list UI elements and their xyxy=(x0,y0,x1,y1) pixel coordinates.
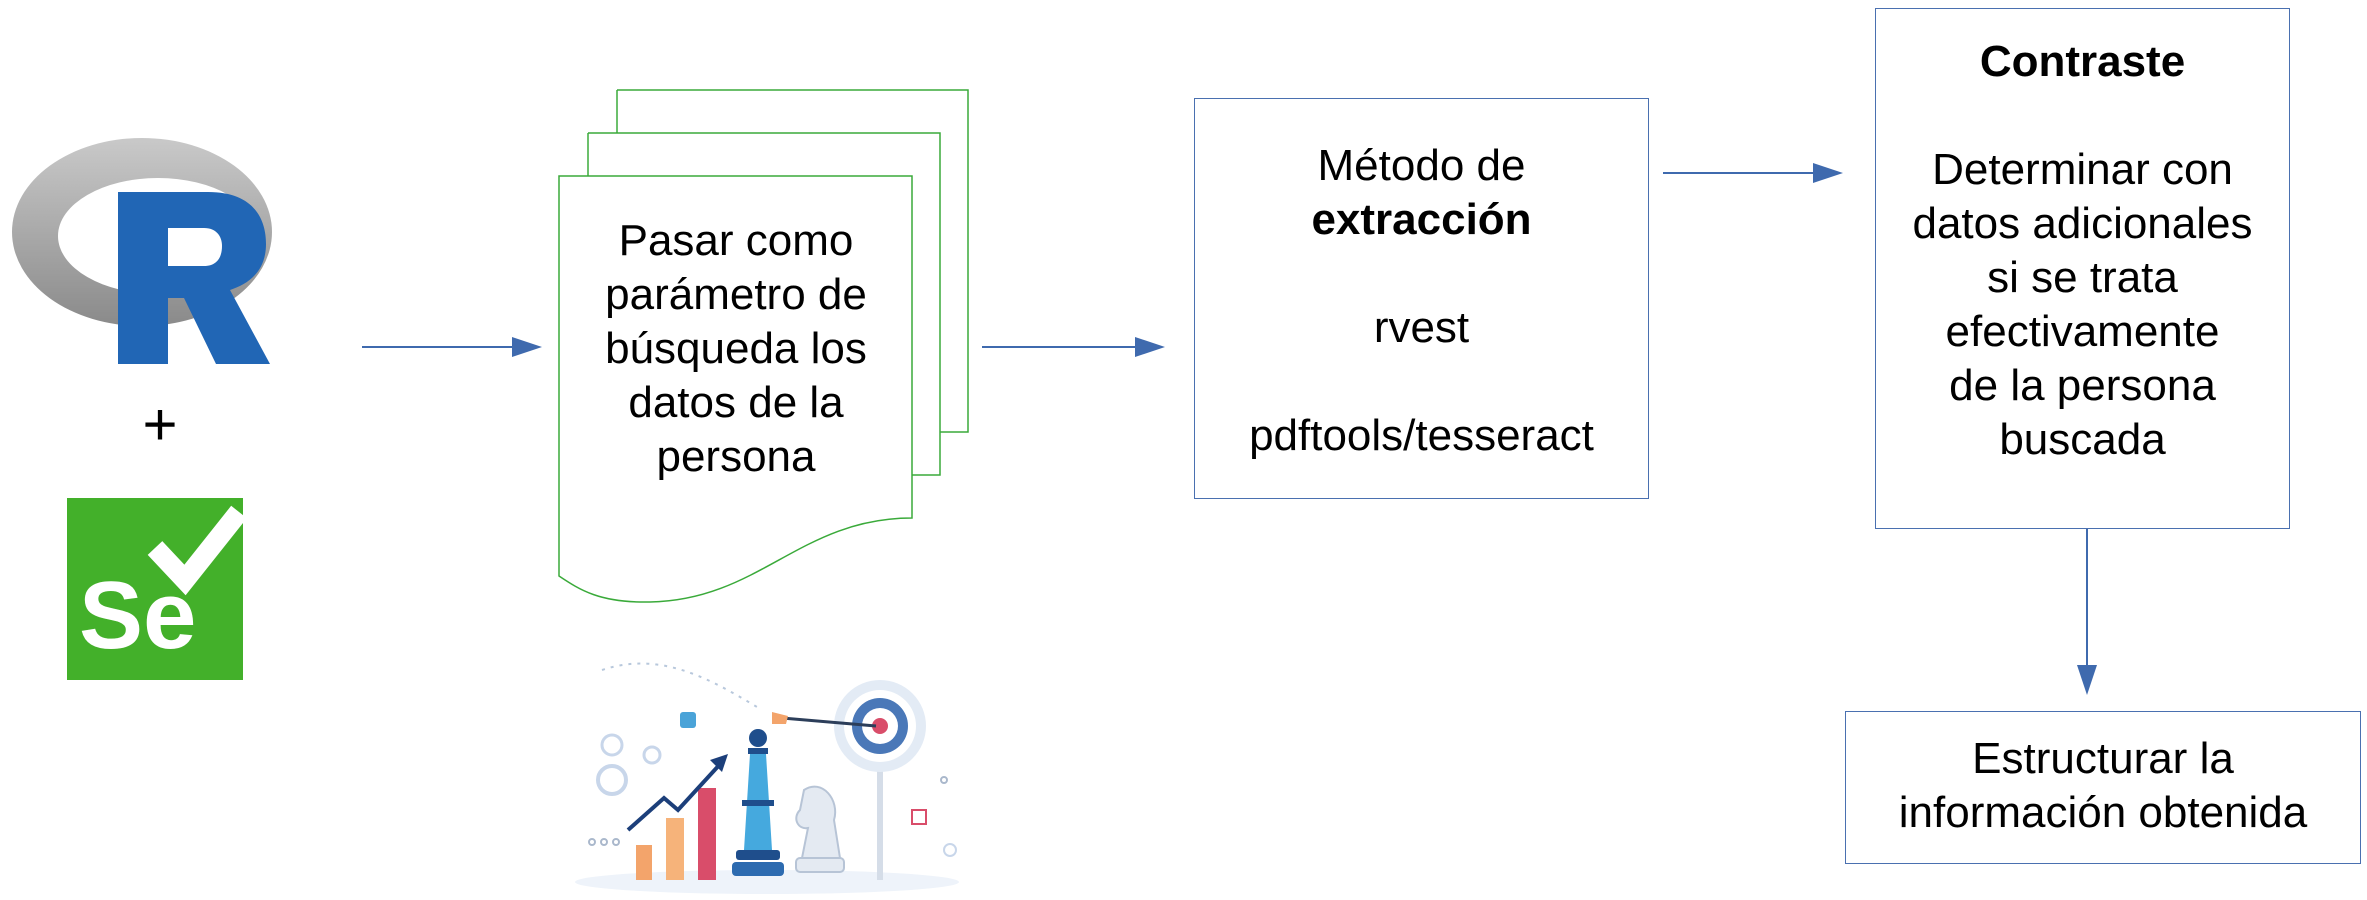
extraction-line-4: pdftools/tesseract xyxy=(1249,411,1594,460)
strategy-target-chart-icon xyxy=(572,650,962,895)
document-line: persona xyxy=(656,432,816,481)
contrast-line: Determinar con xyxy=(1932,145,2233,194)
structure-line: información obtenida xyxy=(1898,788,2308,837)
document-line: Pasar como xyxy=(618,216,854,265)
selenium-logo-text: Se xyxy=(79,562,197,669)
document-text: Pasar como parámetro de búsqueda los dat… xyxy=(562,214,910,484)
arrow-head xyxy=(512,337,542,357)
r-logo-icon xyxy=(8,132,278,364)
contrast-title: Contraste xyxy=(1979,37,2186,86)
arrow-head xyxy=(2077,665,2097,695)
arrow-head xyxy=(1135,337,1165,357)
document-line: parámetro de xyxy=(605,270,867,319)
contrast-line: de la persona xyxy=(1949,361,2216,410)
document-stack-shape xyxy=(558,89,969,603)
extraction-method-box: Método de extracción rvest pdftools/tess… xyxy=(1194,98,1649,499)
arrow-head xyxy=(1813,163,1843,183)
extraction-line-1: Método de xyxy=(1317,141,1526,190)
extraction-line-3: rvest xyxy=(1373,303,1470,352)
contrast-line: buscada xyxy=(1999,415,2166,464)
structure-line: Estructurar la xyxy=(1972,734,2234,783)
selenium-logo-icon: Se xyxy=(67,498,243,680)
document-line: búsqueda los xyxy=(605,324,867,373)
contrast-line: si se trata xyxy=(1987,253,2178,302)
contrast-box: Contraste Determinar con datos adicional… xyxy=(1875,8,2290,529)
structure-info-box: Estructurar la información obtenida xyxy=(1845,711,2361,864)
extraction-line-2: extracción xyxy=(1311,195,1532,244)
contrast-line: datos adicionales xyxy=(1912,199,2253,248)
document-line: datos de la xyxy=(628,378,844,427)
contrast-line: efectivamente xyxy=(1945,307,2220,356)
plus-sign: + xyxy=(142,391,178,458)
